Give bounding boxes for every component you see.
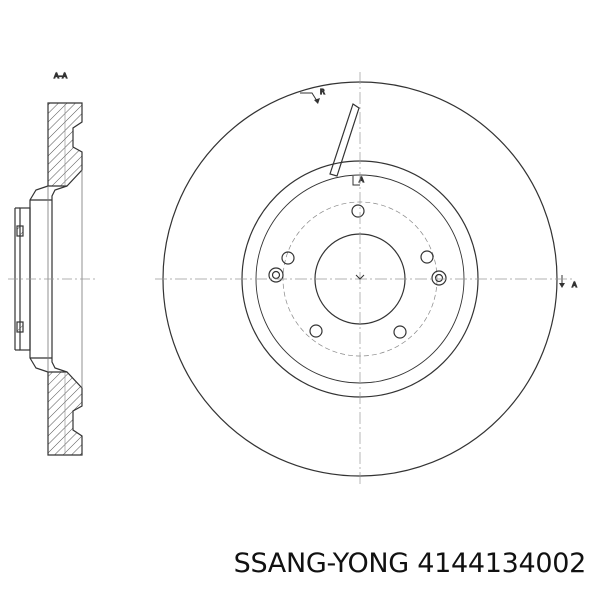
part-number-caption: SSANG-YONG 4144134002: [233, 548, 587, 579]
bolt-hole: [309, 324, 323, 338]
pin-holes: [268, 267, 447, 286]
bolt-hole: [420, 250, 434, 264]
wear-slot: [329, 103, 360, 177]
bolt-hole: [393, 325, 407, 339]
section-label: A–A: [54, 72, 67, 80]
marker-label-top: A: [359, 176, 364, 184]
bolt-hole: [351, 204, 365, 218]
section-cut-marker: [352, 176, 360, 186]
marker-label-pointer: R: [320, 88, 325, 96]
cross-section-view: A–A: [8, 71, 95, 456]
marker-label-right: A: [572, 281, 577, 289]
bolt-hole: [281, 251, 295, 265]
pointer-arrow: [300, 92, 318, 102]
bolt-holes: [281, 204, 434, 339]
front-view: A A R: [155, 72, 578, 484]
